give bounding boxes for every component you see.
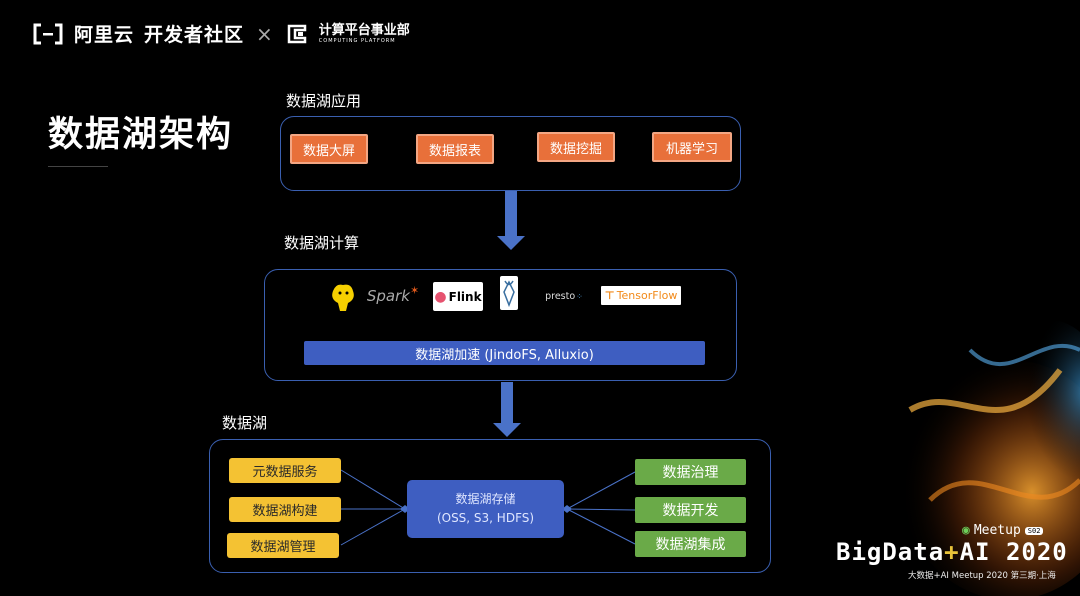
meetup-logo: ◉ Meetup S02: [962, 523, 1044, 538]
flink-logo: ● Flink: [433, 282, 483, 311]
lake-item-metadata: 元数据服务: [229, 458, 341, 483]
ai-text: AI 2020: [959, 538, 1068, 566]
bigdata-plus: +: [944, 538, 960, 566]
aliyun-text: 阿里云: [74, 24, 135, 46]
presto-logo: presto ⁘: [543, 288, 585, 304]
lake-storage-box: 数据湖存储 (OSS, S3, HDFS): [407, 480, 564, 538]
particle-background-image: [900, 320, 1080, 596]
logo-separator: ×: [256, 21, 273, 46]
event-subtitle: 大数据+AI Meetup 2020 第三期·上海: [908, 571, 1056, 581]
arrow-compute-lake-head: [493, 423, 521, 437]
lake-item-build: 数据湖构建: [229, 497, 341, 522]
tensorflow-logo: ⊤ TensorFlow: [601, 286, 681, 305]
presto-dots-icon: ⁘: [576, 291, 583, 301]
app-item-ml: 机器学习: [652, 132, 732, 162]
presto-label: presto: [545, 290, 576, 302]
app-item-screen: 数据大屏: [290, 134, 368, 164]
app-item-report: 数据报表: [416, 134, 494, 164]
spark-star-icon: ✶: [409, 283, 420, 297]
lake-item-governance: 数据治理: [635, 459, 746, 485]
computing-platform-text: 计算平台事业部 COMPUTING PLATFORM: [319, 24, 410, 44]
lake-item-develop: 数据开发: [635, 497, 746, 523]
community-text: 开发者社区: [144, 24, 245, 46]
meetup-icon: ◉: [962, 523, 970, 538]
bigdata-text: BigData: [836, 538, 945, 566]
lake-layer-label: 数据湖: [222, 414, 268, 432]
arrow-app-compute-head: [497, 236, 525, 250]
aliyun-logo-icon: [33, 23, 63, 44]
lake-item-integration: 数据湖集成: [635, 531, 746, 557]
arrow-app-compute: [505, 191, 517, 236]
lake-item-manage: 数据湖管理: [227, 533, 339, 558]
title-divider: [48, 166, 108, 167]
hive-logo-icon: [328, 281, 358, 313]
cp-en-text: COMPUTING PLATFORM: [318, 37, 396, 44]
flink-label: Flink: [448, 289, 482, 304]
storage-subtitle: (OSS, S3, HDFS): [436, 511, 535, 525]
squirrel-icon: ●: [434, 288, 447, 305]
computing-platform-icon: [287, 24, 307, 43]
impala-logo-icon: [500, 276, 518, 310]
lake-acceleration-bar: 数据湖加速 (JindoFS, Alluxio): [304, 341, 705, 365]
compute-layer-label: 数据湖计算: [284, 234, 360, 252]
page-title: 数据湖架构: [48, 115, 234, 155]
meetup-text: Meetup: [973, 523, 1021, 538]
spark-label: Spark: [366, 287, 410, 305]
header-logos: 阿里云 开发者社区 × 计算平台事业部 COMPUTING PLATFORM: [32, 20, 410, 47]
app-layer-label: 数据湖应用: [286, 92, 362, 110]
tensorflow-icon: ⊤: [604, 289, 615, 302]
bigdata-ai-logo: BigData+AI 2020: [836, 538, 1068, 566]
spark-logo: Spark ✶: [366, 283, 420, 309]
tensorflow-label: TensorFlow: [616, 289, 678, 302]
arrow-compute-lake: [501, 382, 513, 423]
meetup-badge: S02: [1024, 526, 1044, 535]
storage-title: 数据湖存储: [455, 491, 516, 506]
cp-cn-text: 计算平台事业部: [318, 22, 410, 38]
app-item-mining: 数据挖掘: [537, 132, 615, 162]
